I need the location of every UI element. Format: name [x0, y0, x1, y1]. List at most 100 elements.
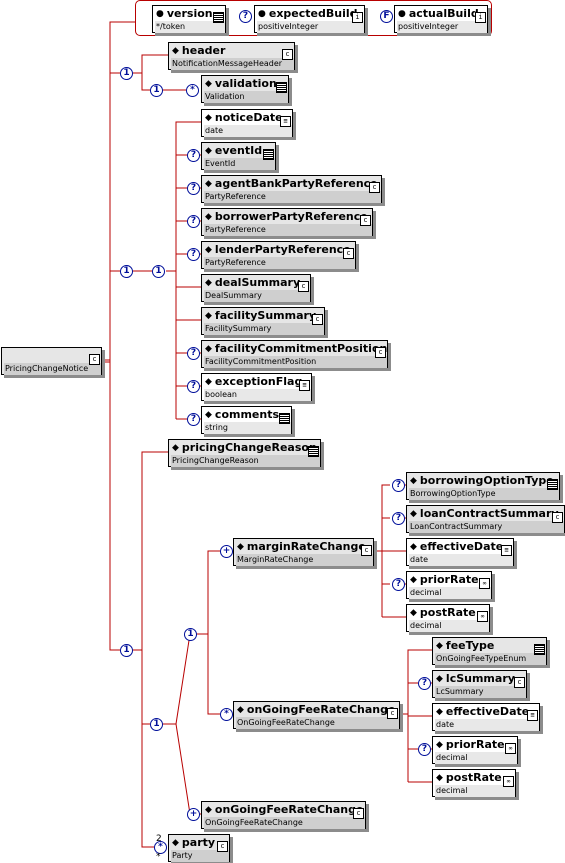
complex-type-icon[interactable]: c	[298, 281, 309, 292]
element-diamond-icon: ◆	[237, 542, 244, 552]
element-name-text: feeType	[445, 639, 495, 652]
content-model-icon[interactable]	[534, 644, 545, 655]
simple-type-icon[interactable]: ∞	[503, 776, 514, 787]
element-type: FacilityCommitmentPosition	[204, 356, 387, 368]
simple-type-icon[interactable]: ≡	[501, 545, 512, 556]
optional-icon: ?	[187, 380, 200, 393]
complex-type-icon[interactable]: c	[89, 354, 100, 365]
simple-type-icon[interactable]: ≡	[299, 380, 310, 391]
element-name-text: effectiveDate	[419, 540, 504, 553]
content-model-icon[interactable]	[263, 149, 274, 160]
content-model-icon[interactable]	[308, 446, 319, 457]
element-diamond-icon: ◆	[205, 146, 212, 156]
element-diamond-icon: ◆	[237, 705, 244, 715]
element-name-text: expectedBuild	[268, 7, 358, 20]
content-model-icon[interactable]	[213, 12, 224, 23]
element-diamond-icon: ◆	[205, 79, 212, 89]
simple-type-icon[interactable]: i	[475, 12, 486, 23]
connector-line	[175, 633, 191, 725]
sequence-icon: 1	[184, 628, 197, 641]
element-name: ◆priorRate	[410, 573, 479, 588]
element-diamond-icon: ◆	[436, 674, 443, 684]
content-model-icon[interactable]	[279, 413, 290, 424]
element-name-text: actualBuild	[408, 7, 479, 20]
complex-type-icon[interactable]: c	[375, 347, 386, 358]
connector-line	[166, 121, 202, 272]
connector-line	[132, 451, 168, 651]
element-type: Party	[171, 850, 229, 862]
content-model-icon[interactable]	[276, 82, 287, 93]
connector-line	[194, 550, 220, 635]
element-type: FacilitySummary	[204, 323, 324, 335]
connector-line	[102, 21, 135, 363]
complex-type-icon[interactable]: c	[217, 841, 228, 852]
complex-type-icon[interactable]: c	[353, 808, 364, 819]
element-type: decimal	[409, 620, 489, 632]
complex-type-icon[interactable]: c	[552, 512, 563, 523]
simple-type-icon[interactable]: ∞	[477, 611, 488, 622]
complex-type-icon[interactable]: c	[387, 708, 398, 719]
simple-type-icon[interactable]: ≡	[527, 710, 538, 721]
sequence-icon: 1	[120, 265, 133, 278]
element-name: ◆eventId	[205, 144, 262, 159]
simple-type-icon[interactable]: ≡	[280, 116, 291, 127]
complex-type-icon[interactable]: c	[369, 182, 380, 193]
element-name-text: onGoingFeeRateChange	[214, 803, 364, 816]
element-type: PartyReference	[204, 224, 372, 236]
simple-type-icon[interactable]: ∞	[479, 578, 490, 589]
complex-type-icon[interactable]: c	[282, 49, 293, 60]
simple-type-icon[interactable]: i	[352, 12, 363, 23]
element-diamond-icon: ◆	[172, 443, 179, 453]
element-name: ●version	[156, 7, 213, 22]
optional-icon: ?	[187, 347, 200, 360]
element-name-text: lenderPartyReference	[214, 243, 351, 256]
multiplicity-min: 2	[156, 834, 162, 844]
simple-type-icon[interactable]: ∞	[505, 743, 516, 754]
complex-type-icon[interactable]: c	[514, 677, 525, 688]
element-name: ◆effectiveDate	[410, 540, 503, 555]
complex-type-icon[interactable]: c	[343, 248, 354, 259]
complex-type-icon[interactable]: c	[312, 314, 323, 325]
choice-icon: 1	[150, 718, 163, 731]
element-type: PartyReference	[204, 191, 381, 203]
element-diamond-icon: ◆	[172, 838, 179, 848]
element-name: ◆postRate	[410, 606, 476, 621]
attribute-node[interactable]: ●version*/token	[152, 5, 226, 33]
element-name-text: priorRate	[445, 738, 505, 751]
element-type: BorrowingOptionType	[409, 488, 559, 500]
complex-type-icon[interactable]: c	[361, 545, 372, 556]
content-model-icon[interactable]	[547, 479, 558, 490]
complex-type-icon[interactable]: c	[360, 215, 371, 226]
